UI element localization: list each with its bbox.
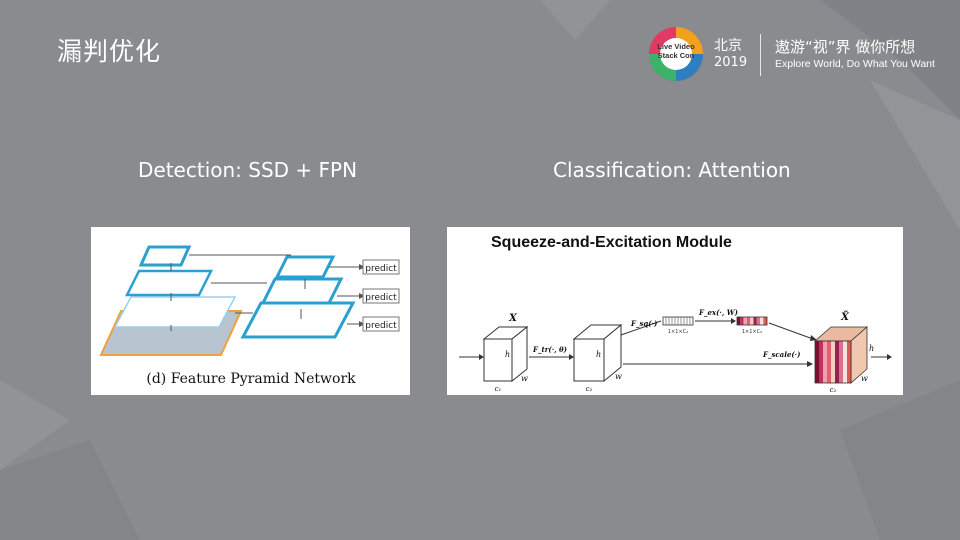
- fpn-mid-level: [124, 269, 214, 297]
- detection-heading: Detection: SSD + FPN: [138, 158, 358, 182]
- se-x-label: X: [508, 313, 518, 324]
- se-diagram: X h w c₁ F_tr(·, θ) h w c₂ F_sq(·): [459, 308, 892, 394]
- se-w-label-1: w: [521, 374, 528, 383]
- se-squeeze-vector: [662, 316, 694, 326]
- fpn-figure: predict predict predict (d) Feature Pyra…: [91, 227, 410, 395]
- se-w-label-3: w: [861, 374, 868, 383]
- fpn-caption: (d) Feature Pyramid Network: [146, 371, 356, 387]
- fpn-predict-label-1: predict: [365, 264, 397, 274]
- se-ftr-label: F_tr(·, θ): [532, 345, 567, 354]
- se-h-label-1: h: [505, 350, 510, 359]
- logo-line-1: Live Video: [657, 42, 695, 51]
- se-h-label-2: h: [596, 350, 601, 359]
- fpn-p3: [240, 301, 356, 339]
- event-city: 北京: [714, 38, 742, 54]
- se-figure-title: Squeeze-and-Excitation Module: [491, 234, 732, 251]
- se-ex-dims: 1×1×C₂: [742, 329, 762, 335]
- se-w-label-2: w: [615, 372, 622, 381]
- se-x-tilde-label: X̃: [840, 311, 850, 323]
- se-excitation-vector: [736, 316, 768, 326]
- event-year: 2019: [714, 55, 748, 70]
- se-h-label-3: h: [869, 344, 874, 353]
- fpn-predict-label-2: predict: [365, 293, 397, 303]
- se-fscale-label: F_scale(·): [762, 350, 800, 359]
- se-fex-label: F_ex(·, W): [698, 308, 738, 317]
- se-output-tensor: [813, 326, 869, 384]
- classification-heading: Classification: Attention: [553, 158, 791, 182]
- header-divider: [760, 34, 761, 76]
- se-fsq-label: F_sq(·): [630, 319, 657, 328]
- fpn-predict-label-3: predict: [365, 321, 397, 331]
- slogan-english: Explore World, Do What You Want: [775, 58, 935, 70]
- se-c2-label-1: c₂: [586, 385, 593, 393]
- fpn-p5: [274, 255, 336, 279]
- se-c2-label-2: c₂: [830, 386, 837, 394]
- slide-title: 漏判优化: [57, 37, 162, 66]
- livevideostackcon-logo: Live Video Stack Con: [649, 27, 703, 81]
- slogan-chinese: 遨游“视”界 做你所想: [775, 38, 916, 56]
- se-c1-label: c₁: [495, 385, 502, 393]
- fpn-bottom-level: [113, 296, 237, 328]
- logo-line-2: Stack Con: [658, 51, 695, 60]
- se-sq-dims: 1×1×C₂: [668, 329, 688, 335]
- se-figure: Squeeze-and-Excitation Module X h w c₁ F…: [447, 227, 903, 395]
- fpn-diagram: predict predict predict (d) Feature Pyra…: [99, 245, 400, 387]
- fpn-top-level: [138, 245, 192, 267]
